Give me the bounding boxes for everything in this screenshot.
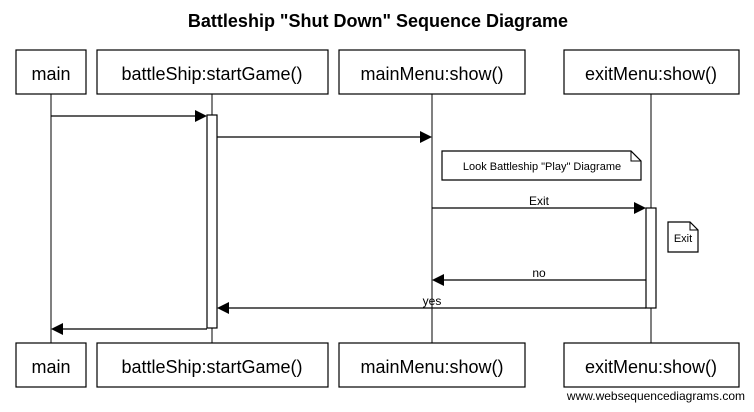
message-exitmenu-to-mainmenu: no (432, 266, 646, 286)
diagram-title: Battleship "Shut Down" Sequence Diagrame (188, 11, 568, 31)
arrowhead-right-icon (195, 110, 207, 122)
arrowhead-left-icon (432, 274, 444, 286)
participant-label: exitMenu:show() (585, 357, 717, 377)
participant-battleship-bottom: battleShip:startGame() (96, 342, 329, 388)
activation-exitmenu (645, 207, 657, 309)
participant-label: battleShip:startGame() (121, 64, 302, 84)
message-battleship-to-main (51, 323, 207, 335)
participant-label: main (31, 64, 70, 84)
watermark: www.websequencediagrams.com (566, 389, 745, 403)
message-mainmenu-to-exitmenu: Exit (432, 194, 646, 214)
message-exitmenu-to-battleship: yes (217, 294, 646, 314)
message-label: no (532, 266, 546, 280)
participant-main-top: main (15, 49, 87, 95)
message-label: Exit (529, 194, 550, 208)
arrowhead-left-icon (217, 302, 229, 314)
message-label: yes (423, 294, 442, 308)
message-battleship-to-mainmenu (217, 131, 432, 143)
note-look-play-diagram: Look Battleship "Play" Diagrame (441, 150, 642, 181)
arrowhead-right-icon (634, 202, 646, 214)
participant-mainmenu-top: mainMenu:show() (338, 49, 526, 95)
participant-label: battleShip:startGame() (121, 357, 302, 377)
participant-exitmenu-bottom: exitMenu:show() (563, 342, 740, 388)
participant-main-bottom: main (15, 342, 87, 388)
participant-label: exitMenu:show() (585, 64, 717, 84)
message-main-to-battleship (51, 110, 207, 122)
participant-mainmenu-bottom: mainMenu:show() (338, 342, 526, 388)
arrowhead-right-icon (420, 131, 432, 143)
note-text: Look Battleship "Play" Diagrame (463, 161, 621, 173)
note-exit: Exit (667, 221, 699, 253)
note-text: Exit (674, 233, 692, 245)
arrowhead-left-icon (51, 323, 63, 335)
participant-label: mainMenu:show() (360, 64, 503, 84)
participant-label: main (31, 357, 70, 377)
participant-label: mainMenu:show() (360, 357, 503, 377)
participant-exitmenu-top: exitMenu:show() (563, 49, 740, 95)
activation-battleship (206, 114, 218, 329)
participant-battleship-top: battleShip:startGame() (96, 49, 329, 95)
